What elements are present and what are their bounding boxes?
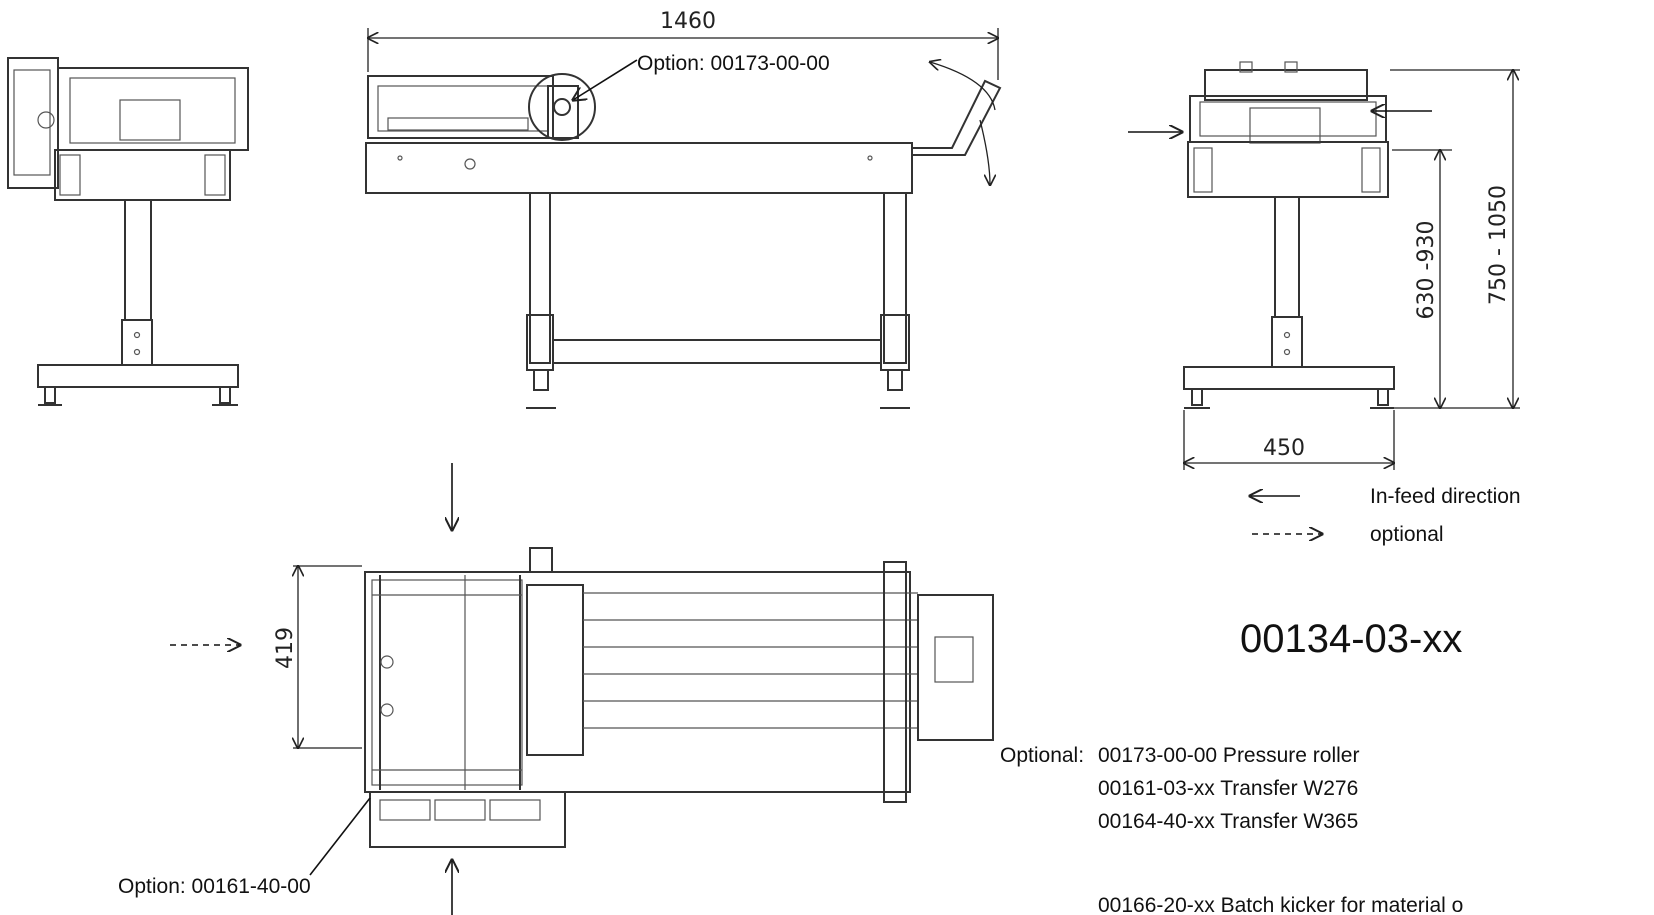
legend-infeed-label: In-feed direction: [1370, 485, 1521, 508]
model-number: 00134-03-xx: [1240, 617, 1462, 661]
legend-optional-label: optional: [1370, 523, 1444, 546]
left-end-view: [7, 57, 249, 406]
length-dimension: 1460: [660, 9, 716, 34]
optional-item: 00161-03-xx Transfer W276: [1098, 777, 1358, 800]
optional-heading: Optional:: [1000, 744, 1084, 767]
legend-arrows: [1250, 496, 1322, 534]
width-dimension: 419: [273, 627, 298, 669]
transfer-callout: Option: 00161-40-00: [118, 875, 311, 898]
height-range-1-dimension: 630 -930: [1414, 221, 1439, 320]
top-view: [170, 463, 994, 915]
optional-item: 00166-20-xx Batch kicker for material o: [1098, 894, 1463, 915]
optional-item: 00173-00-00 Pressure roller: [1098, 744, 1359, 767]
side-view: [365, 28, 1002, 409]
pressure-roller-callout: Option: 00173-00-00: [637, 52, 830, 75]
optional-item: 00164-40-xx Transfer W365: [1098, 810, 1358, 833]
right-end-view: [1128, 61, 1520, 470]
height-range-2-dimension: 750 - 1050: [1486, 185, 1511, 305]
base-width-dimension: 450: [1263, 436, 1305, 461]
